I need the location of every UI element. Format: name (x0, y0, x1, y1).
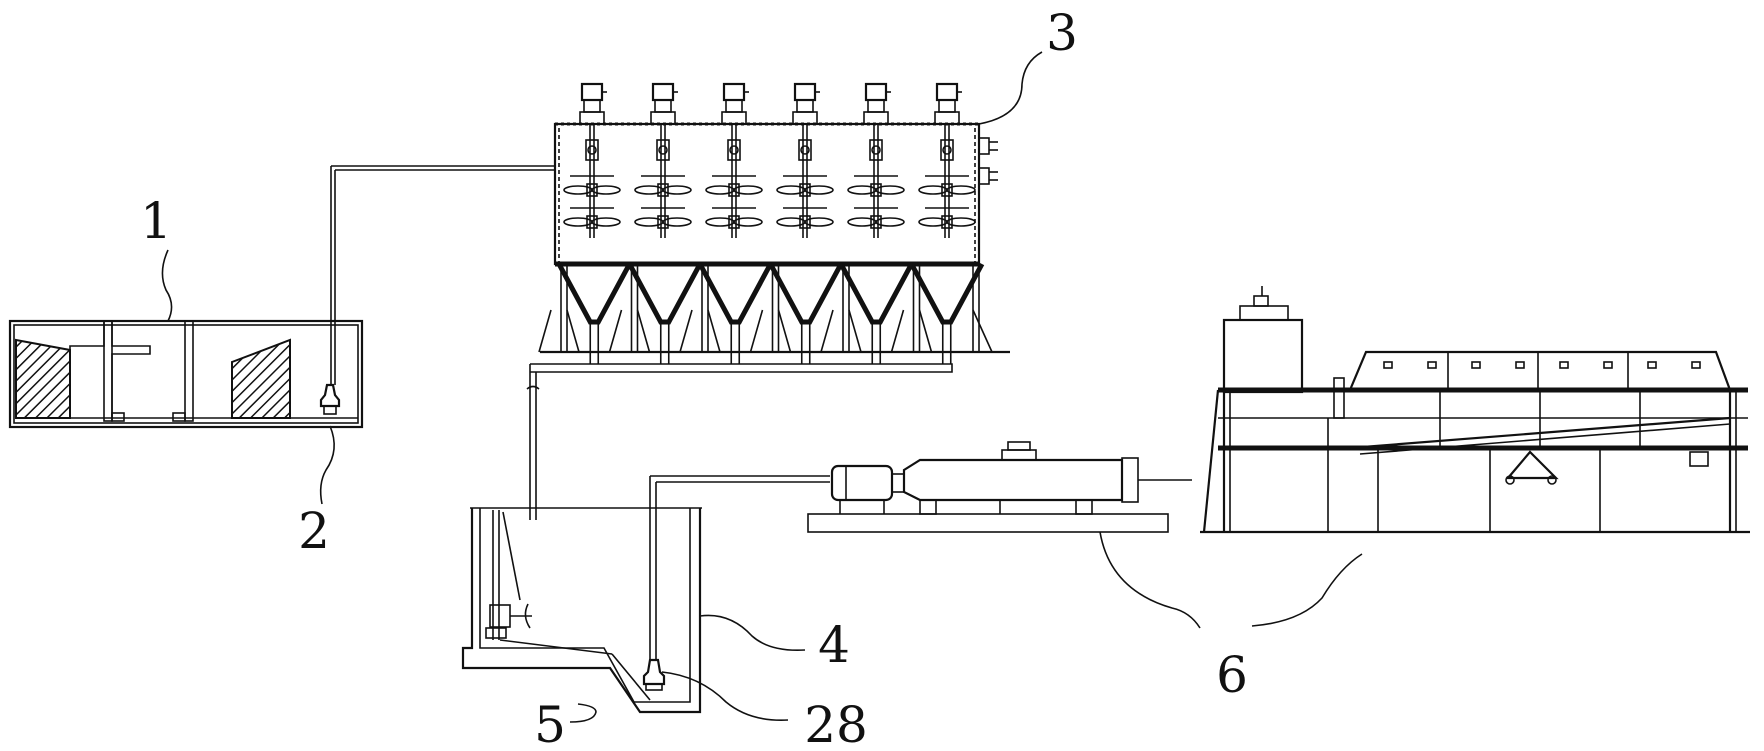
dewatering-unit (807, 441, 1192, 533)
label-4: 4 (818, 616, 850, 674)
leader-lines (161, 51, 1363, 723)
label-5: 5 (534, 696, 566, 751)
basin-pump (319, 165, 555, 415)
hopper-3 (679, 262, 773, 364)
settling-tank (461, 475, 830, 714)
agitator-1 (563, 82, 621, 238)
hopper-1 (538, 262, 632, 364)
hopper-5 (820, 262, 914, 364)
mixing-tank-group (526, 82, 1010, 520)
agitator-4 (776, 82, 834, 238)
sedimentation-basin (8, 319, 364, 429)
dryer-unit (1200, 286, 1750, 534)
agitator-5 (847, 82, 905, 238)
hopper-6 (890, 262, 985, 364)
label-2: 2 (298, 502, 330, 560)
agitator-6 (918, 82, 976, 238)
agitator-2 (634, 82, 692, 238)
label-28: 28 (804, 696, 868, 751)
hopper-2 (608, 262, 703, 364)
agitator-3 (705, 82, 763, 238)
label-1: 1 (140, 192, 172, 250)
label-3: 3 (1046, 4, 1078, 62)
hopper-4 (749, 262, 844, 364)
label-6: 6 (1216, 646, 1248, 704)
